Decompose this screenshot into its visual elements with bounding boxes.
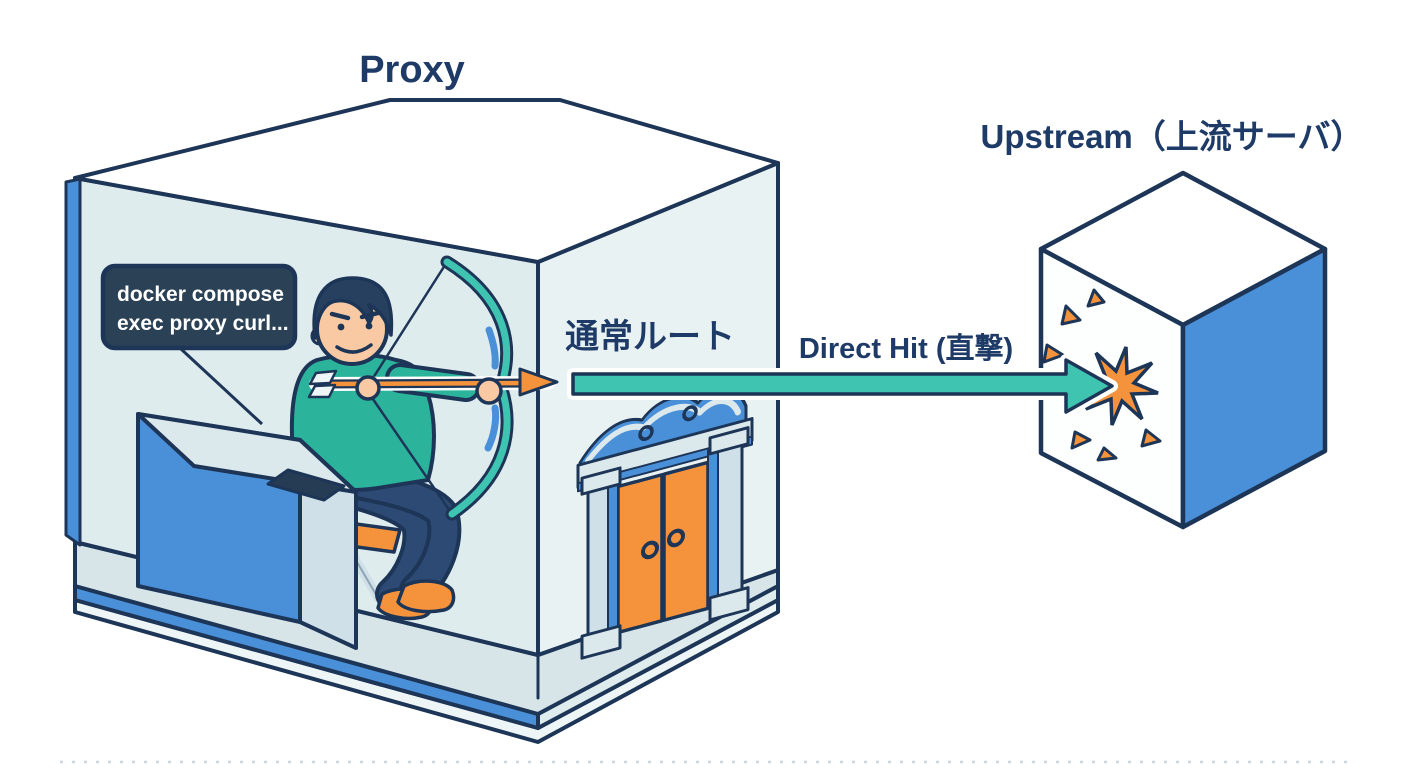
direct-hit-label: Direct Hit (直撃) <box>799 332 1013 365</box>
room-left-edge-strip <box>64 177 82 547</box>
door-capital-left <box>580 466 622 496</box>
archer-eye-right <box>365 322 373 330</box>
impact-shard-5 <box>1096 446 1118 462</box>
door-plinth-right <box>708 586 750 622</box>
normal-route-label: 通常ルート <box>565 318 735 356</box>
door-column-right <box>714 435 744 612</box>
door-swirl-left <box>638 424 654 442</box>
terminal-speech-bubble-icon: docker compose exec proxy curl... <box>100 263 298 426</box>
archer-shoe-front <box>396 579 456 614</box>
bow-and-arrow-icon <box>307 255 559 521</box>
desk-icon <box>136 412 358 650</box>
impact-shard-3 <box>1042 343 1065 364</box>
nocked-arrow-shaft <box>317 380 543 387</box>
door-plinth-left <box>580 624 622 660</box>
room-top-face <box>73 98 780 264</box>
door-pediment-wave <box>585 397 741 464</box>
archer-eyebrows <box>329 310 381 321</box>
terminal-bubble-tail <box>179 347 264 426</box>
door-handle-left <box>641 540 659 560</box>
upstream-label: Upstream（上流サーバ） <box>981 118 1364 155</box>
direct-hit-arrow <box>571 358 1114 414</box>
door-column-right-accent <box>707 446 719 610</box>
arrow-fletching-bottom <box>307 383 337 399</box>
door-column-left-accent <box>607 479 619 635</box>
arrow-fletching-top <box>308 369 338 386</box>
archer-draw-hand <box>355 375 381 401</box>
door-swirl-right <box>682 405 698 422</box>
terminal-line-2: exec proxy curl... <box>117 312 289 335</box>
door-handle-right <box>667 528 685 548</box>
archer-eye-left <box>337 323 345 331</box>
ornate-double-door-icon <box>576 386 754 660</box>
upstream-cube <box>1038 170 1328 530</box>
impact-shard-6 <box>1140 428 1162 448</box>
archer-leg-front-fill <box>339 469 458 603</box>
archer-smile <box>335 343 373 354</box>
impact-shard-4 <box>1070 430 1092 450</box>
bow-accent-top <box>485 326 499 370</box>
upstream-right-face <box>1180 246 1328 530</box>
proxy-label: Proxy <box>359 49 465 91</box>
laptop-icon <box>266 468 346 502</box>
terminal-line-1: docker compose <box>117 283 284 306</box>
bow-accent-bottom <box>484 404 500 452</box>
door-capital-right <box>708 426 750 456</box>
impact-shard-2 <box>1086 288 1106 308</box>
archer-grip-hand <box>475 377 503 405</box>
terminal-bubble <box>100 263 298 351</box>
direct-hit-arrow-icon <box>567 354 1118 418</box>
archer-scene <box>136 255 559 650</box>
nocked-arrow-head <box>518 367 559 397</box>
archer-hair <box>312 276 394 340</box>
impact-shard-1 <box>1060 304 1082 326</box>
